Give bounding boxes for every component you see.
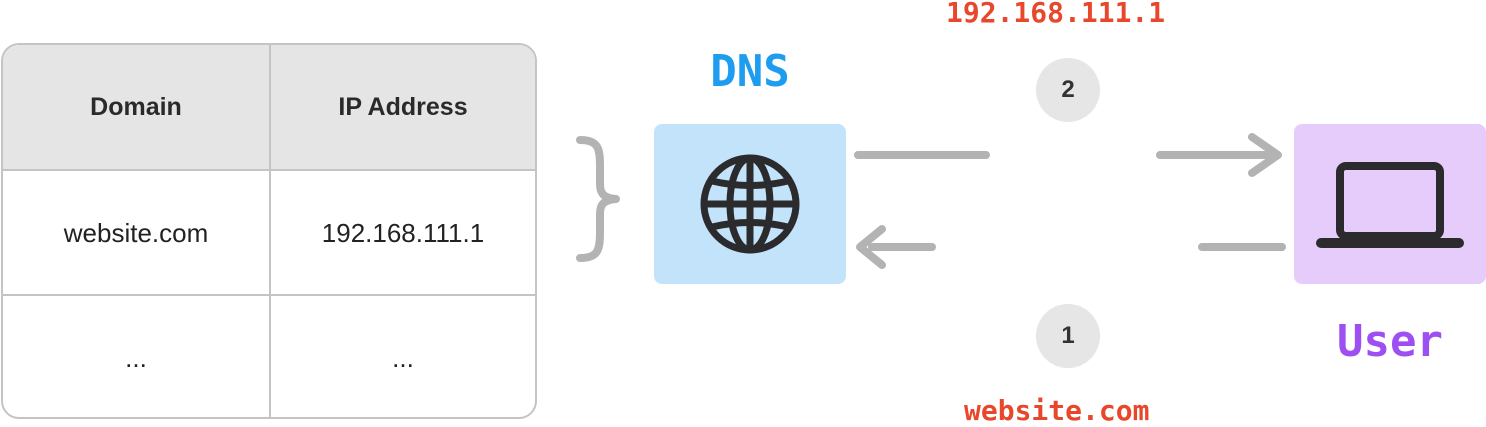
dns-title: DNS <box>710 46 790 97</box>
dns-server <box>654 124 846 284</box>
user-title: User <box>1337 316 1443 367</box>
cell-ip: ... <box>392 343 414 373</box>
step-2-badge: 2 <box>1036 58 1100 122</box>
laptop-icon <box>1316 162 1464 248</box>
arrowhead-right-icon <box>1248 133 1282 177</box>
cell-domain: ... <box>3 296 271 417</box>
table-row: ... ... <box>3 294 535 417</box>
header-domain: Domain <box>3 45 271 169</box>
header-ip-address: IP Address <box>338 92 468 121</box>
curly-brace-icon <box>576 136 620 262</box>
table-header-row: Domain IP Address <box>3 45 535 169</box>
arrowhead-left-icon <box>856 225 886 269</box>
step-1-badge: 1 <box>1036 304 1100 368</box>
response-ip-label: 192.168.111.1 <box>946 0 1166 29</box>
user-device <box>1294 124 1486 284</box>
cell-ip: 192.168.111.1 <box>321 218 485 248</box>
request-domain-label: website.com <box>964 394 1150 427</box>
cell-domain: website.com <box>3 171 271 296</box>
table-row: website.com 192.168.111.1 <box>3 169 535 296</box>
globe-icon <box>700 154 800 254</box>
dns-lookup-table: Domain IP Address website.com 192.168.11… <box>1 43 537 419</box>
